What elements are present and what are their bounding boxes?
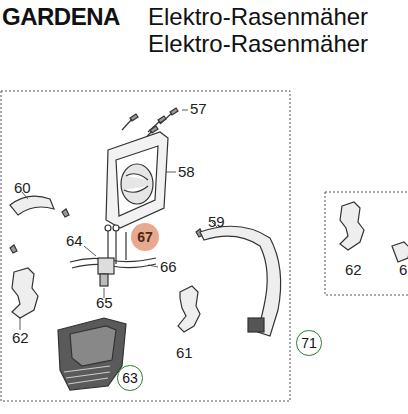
heading: Elektro-Rasenmäher [148, 32, 368, 56]
callout-number: 57 [190, 101, 207, 116]
clip [178, 286, 200, 332]
callout-number: 6 [399, 262, 407, 277]
callout-number: 67 [137, 230, 153, 244]
callout-number: 61 [176, 345, 193, 360]
callout-number: 62 [345, 262, 362, 277]
brand-logo: GARDENA [2, 5, 120, 29]
callout-number: 71 [301, 336, 317, 350]
handle-bracket [10, 192, 54, 215]
callout-number: 64 [66, 233, 83, 248]
assembly-frame [1, 91, 290, 401]
cover-plate [106, 132, 176, 228]
callout-number: 58 [178, 164, 195, 179]
screw [62, 209, 69, 217]
clip [12, 268, 38, 330]
wire-harness [70, 225, 158, 298]
callout-number: 60 [14, 180, 31, 195]
callout-number: 62 [12, 330, 29, 345]
callout-number: 63 [122, 371, 138, 385]
handle-bracket [200, 222, 281, 336]
callout-circle: 71 [296, 330, 322, 356]
callout-number: 59 [208, 214, 225, 229]
switch-housing [58, 318, 126, 390]
screw [10, 245, 17, 253]
callout-number: 65 [96, 295, 113, 310]
assembly-frame [325, 192, 408, 295]
callout-number: 66 [160, 259, 177, 274]
callout-circle: 67 [131, 223, 159, 251]
callout-circle: 63 [117, 365, 143, 391]
heading: Elektro-Rasenmäher [148, 5, 368, 29]
clip [340, 202, 408, 262]
